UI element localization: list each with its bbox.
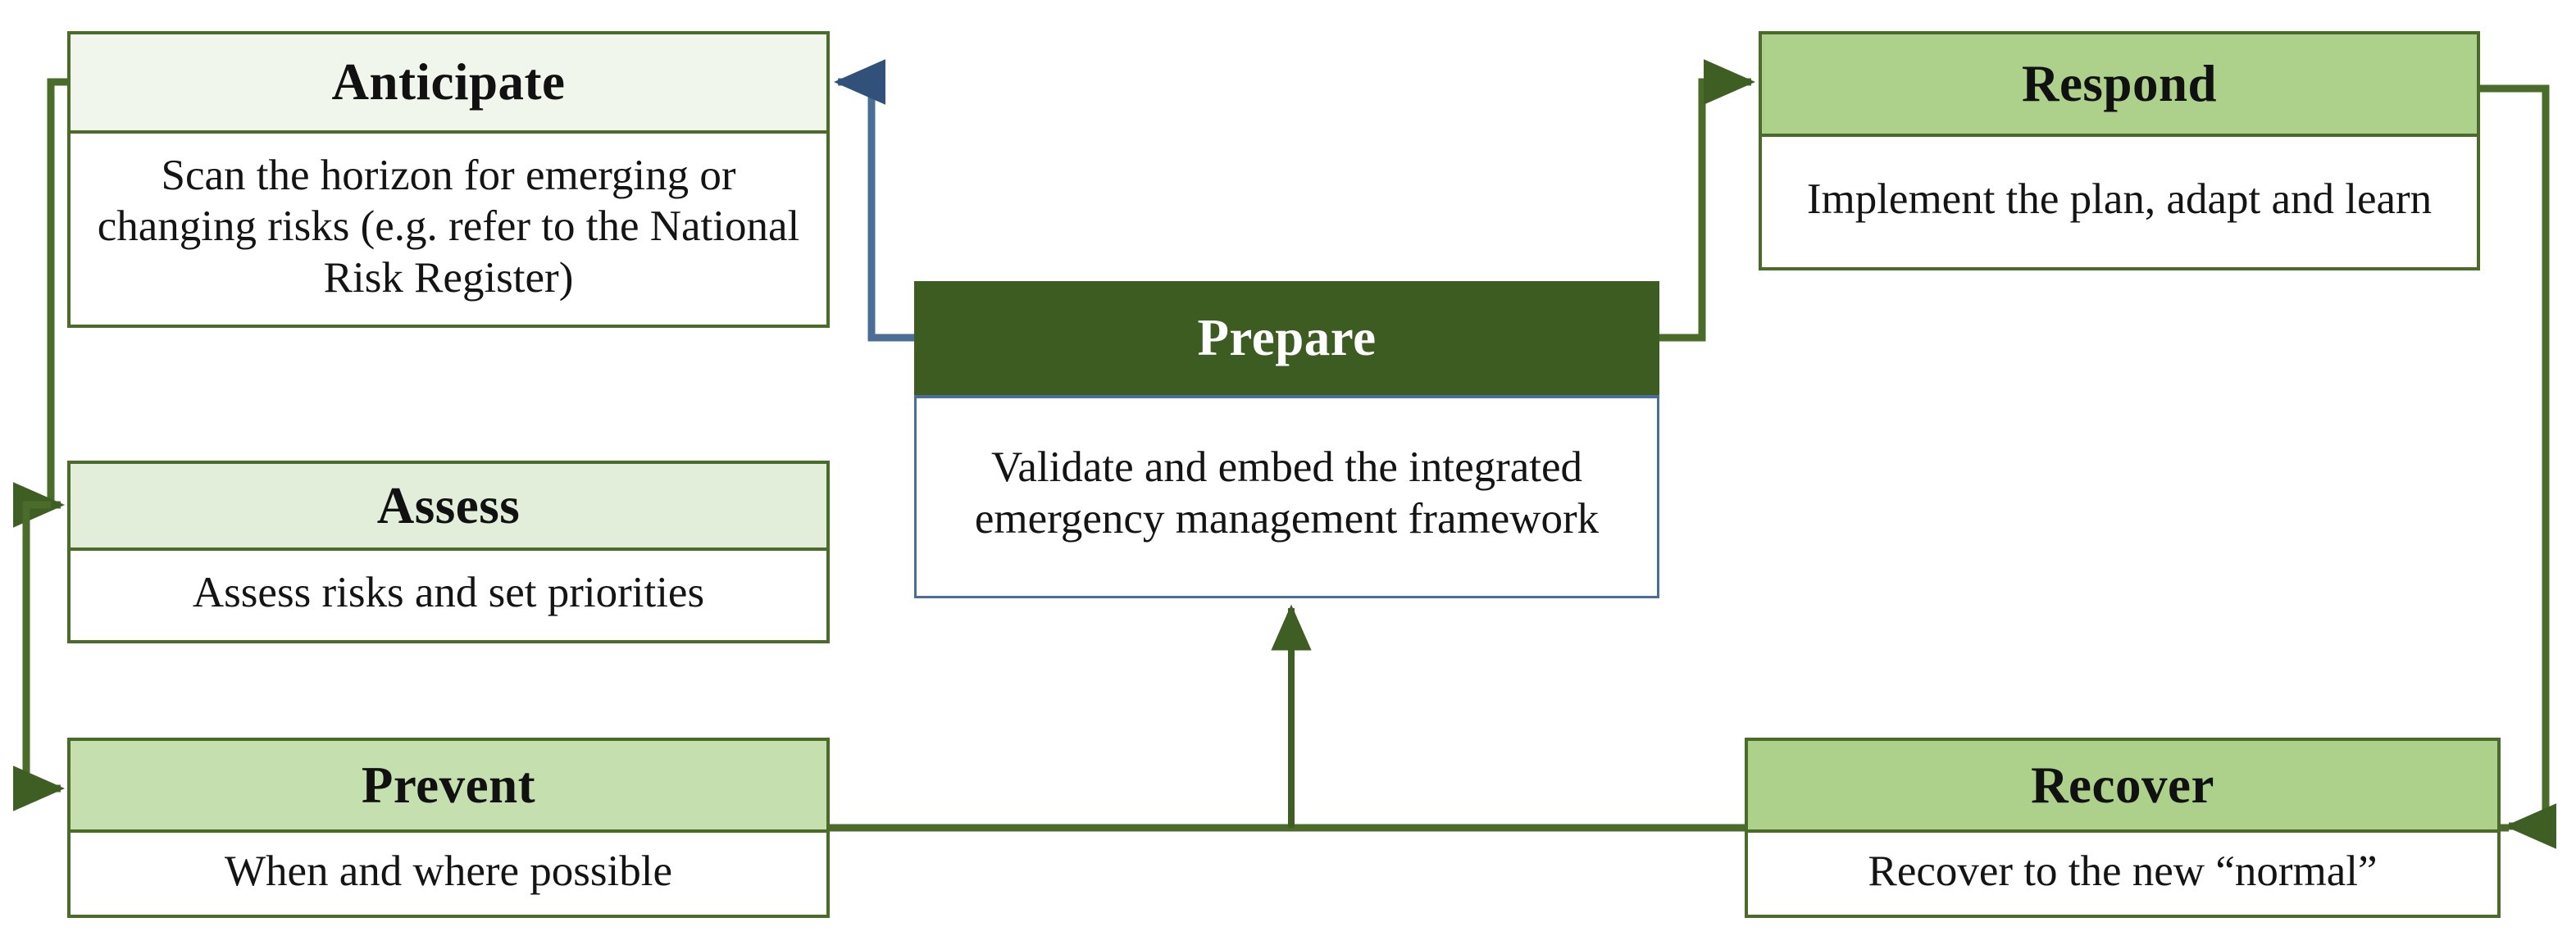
node-anticipate-body: Scan the horizon for emerging or changin…	[97, 151, 800, 302]
node-recover[interactable]: Recover Recover to the new “normal”	[1745, 738, 2501, 918]
node-prepare-title: Prepare	[914, 281, 1659, 395]
wire-prepare-to-anticipate	[833, 59, 914, 342]
node-prevent[interactable]: Prevent When and where possible	[67, 738, 830, 918]
wire-respond-to-recover	[2480, 84, 2556, 849]
node-recover-body: Recover to the new “normal”	[1868, 847, 2378, 895]
node-assess-body: Assess risks and set priorities	[192, 569, 705, 617]
node-respond-body: Implement the plan, adapt and learn	[1806, 175, 2433, 224]
node-assess-title: Assess	[71, 464, 826, 551]
wire-anticipate-to-assess	[13, 78, 67, 528]
node-respond-title: Respond	[1762, 34, 2477, 137]
node-prevent-title: Prevent	[71, 741, 826, 833]
wire-prepare-to-respond	[1659, 59, 1756, 342]
wire-assess-to-prevent	[13, 501, 66, 811]
node-anticipate[interactable]: Anticipate Scan the horizon for emerging…	[67, 31, 830, 328]
node-recover-title: Recover	[1748, 741, 2497, 833]
node-respond[interactable]: Respond Implement the plan, adapt and le…	[1759, 31, 2480, 270]
node-prepare[interactable]: Prepare Validate and embed the integrate…	[914, 281, 1659, 598]
node-prepare-body: Validate and embed the integrated emerge…	[914, 395, 1659, 598]
node-prevent-body: When and where possible	[224, 847, 673, 895]
node-assess[interactable]: Assess Assess risks and set priorities	[67, 461, 830, 643]
node-anticipate-title: Anticipate	[71, 34, 826, 134]
